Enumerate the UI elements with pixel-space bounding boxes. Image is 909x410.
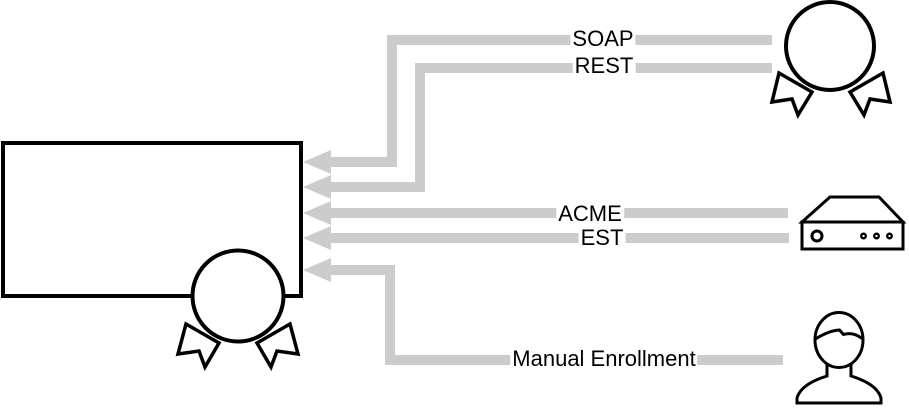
connector-acme — [303, 201, 788, 225]
label-est: EST — [578, 225, 626, 250]
server-appliance-icon — [798, 168, 907, 275]
connector-rest-arrowhead-icon — [303, 175, 331, 199]
medal-circle — [784, 0, 876, 92]
certificate-ribbon-left-tail — [175, 321, 222, 372]
connector-est — [303, 226, 789, 250]
connector-manual-arrowhead-icon — [303, 258, 331, 282]
certificate-ribbon-right-tail — [254, 321, 301, 372]
server-led-3 — [886, 232, 893, 240]
person-head — [813, 311, 865, 369]
person-icon — [795, 311, 883, 405]
person-hair — [814, 328, 863, 341]
medal-right-tail — [847, 70, 893, 119]
server-led-1 — [860, 232, 867, 240]
medal-left-tail — [769, 70, 815, 119]
label-rest: REST — [572, 53, 636, 78]
medal-ribbon-icon — [769, 0, 893, 119]
connector-rest — [303, 63, 772, 199]
connector-acme-arrowhead-icon — [303, 201, 331, 225]
connector-soap-line — [331, 35, 772, 167]
label-soap: SOAP — [570, 26, 636, 51]
label-acme: ACME — [556, 201, 624, 226]
connector-est-arrowhead-icon — [303, 226, 331, 250]
server-led-2 — [873, 232, 880, 240]
certificate-seal — [190, 248, 286, 344]
connector-manual-enrollment — [303, 258, 783, 365]
person-torso — [795, 362, 883, 405]
server-power-button — [810, 229, 824, 243]
connector-soap — [303, 35, 772, 174]
certificate-ribbon-icon — [1, 141, 303, 372]
connector-rest-line — [331, 63, 772, 192]
connector-soap-arrowhead-icon — [303, 150, 331, 174]
label-manual: Manual Enrollment — [510, 346, 698, 371]
